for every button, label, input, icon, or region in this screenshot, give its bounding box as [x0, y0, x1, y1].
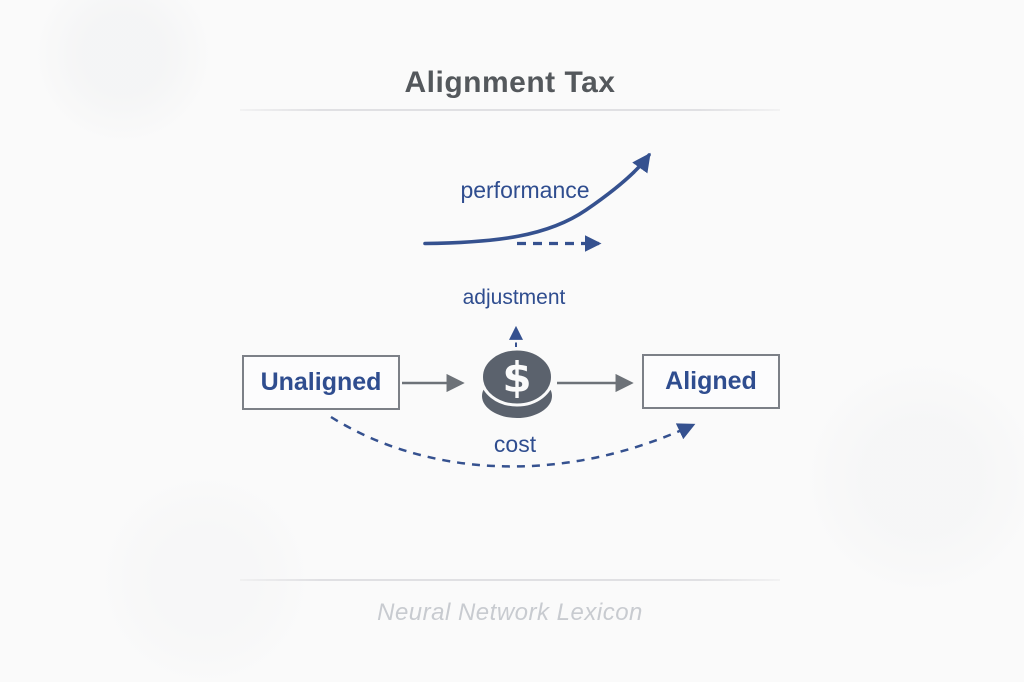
footer-divider — [240, 579, 780, 581]
cost-dashed-curve-arrow — [330, 415, 696, 468]
coin-stack-icon: $ — [480, 347, 554, 418]
unaligned-node: Unaligned — [242, 355, 400, 410]
aligned-node: Aligned — [642, 354, 780, 409]
unaligned-node-label: Unaligned — [260, 368, 382, 396]
page-title: Alignment Tax — [404, 66, 616, 99]
dollar-sign: $ — [502, 353, 531, 402]
footer-caption: Neural Network Lexicon — [377, 599, 643, 626]
performance-label: performance — [460, 177, 590, 203]
coin-top — [480, 347, 554, 407]
performance-curve-arrow — [423, 152, 651, 246]
cost-label: cost — [493, 431, 537, 457]
aligned-node-label: Aligned — [665, 367, 757, 395]
adjustment-label: adjustment — [462, 286, 566, 309]
header-divider — [240, 109, 780, 111]
